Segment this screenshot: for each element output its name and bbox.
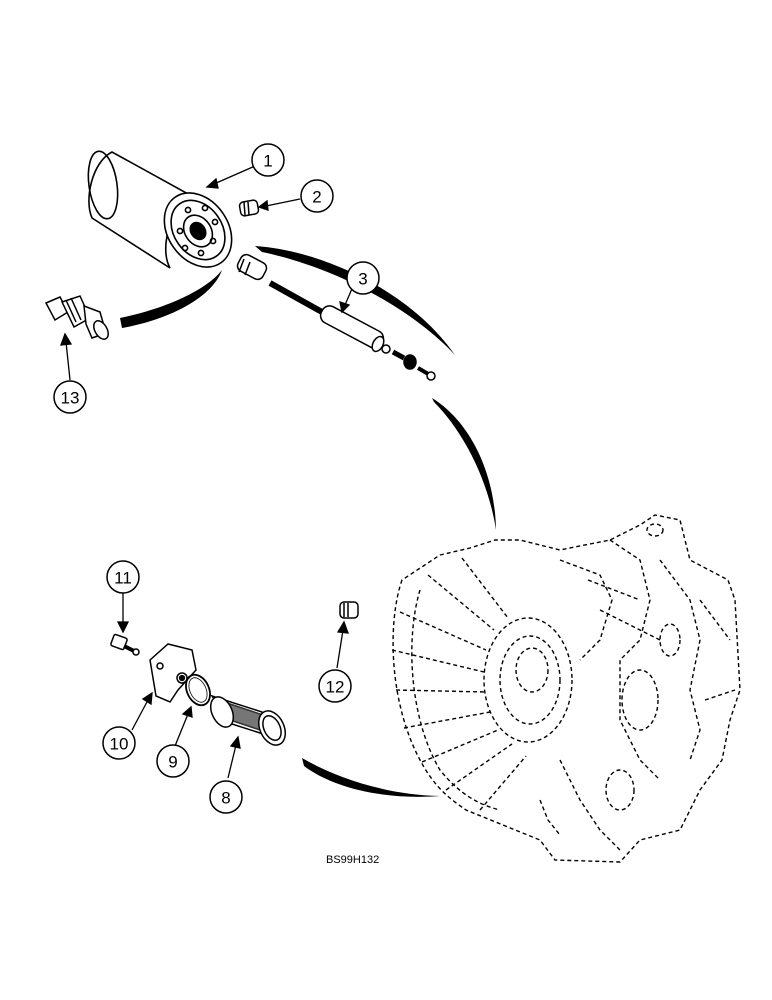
svg-text:12: 12 xyxy=(326,678,345,697)
svg-text:10: 10 xyxy=(110,735,129,754)
figure-code: BS99H132 xyxy=(326,854,379,866)
plug-2 xyxy=(238,199,260,217)
callout-3: 3 xyxy=(346,261,380,295)
transmission-housing xyxy=(391,514,741,863)
o-ring xyxy=(185,673,211,707)
callout-2: 2 xyxy=(300,179,334,213)
plug-12 xyxy=(339,601,359,619)
cover xyxy=(149,643,197,703)
svg-text:9: 9 xyxy=(168,753,177,772)
oil-filter xyxy=(87,150,233,269)
suction-screen xyxy=(209,694,287,746)
svg-text:3: 3 xyxy=(358,270,367,289)
svg-text:8: 8 xyxy=(221,789,230,808)
callout-9: 9 xyxy=(156,744,190,778)
svg-text:1: 1 xyxy=(263,152,272,171)
bolt xyxy=(110,633,140,656)
arc-filter-to-fitting xyxy=(120,270,222,328)
assembly-arcs xyxy=(120,246,496,797)
relief-valve-parts xyxy=(236,253,436,381)
callout-8: 8 xyxy=(209,780,243,814)
callout-10: 10 xyxy=(102,726,136,760)
svg-text:11: 11 xyxy=(114,569,132,588)
adapter-fitting xyxy=(44,295,109,340)
svg-text:13: 13 xyxy=(61,389,80,408)
svg-text:2: 2 xyxy=(312,188,321,207)
arc-screen-to-housing xyxy=(302,758,440,797)
callout-1: 1 xyxy=(251,143,285,177)
callout-12: 12 xyxy=(318,669,352,703)
callout-11: 11 xyxy=(106,560,140,594)
callout-13: 13 xyxy=(53,380,87,414)
arc-valve-to-housing xyxy=(432,398,496,530)
